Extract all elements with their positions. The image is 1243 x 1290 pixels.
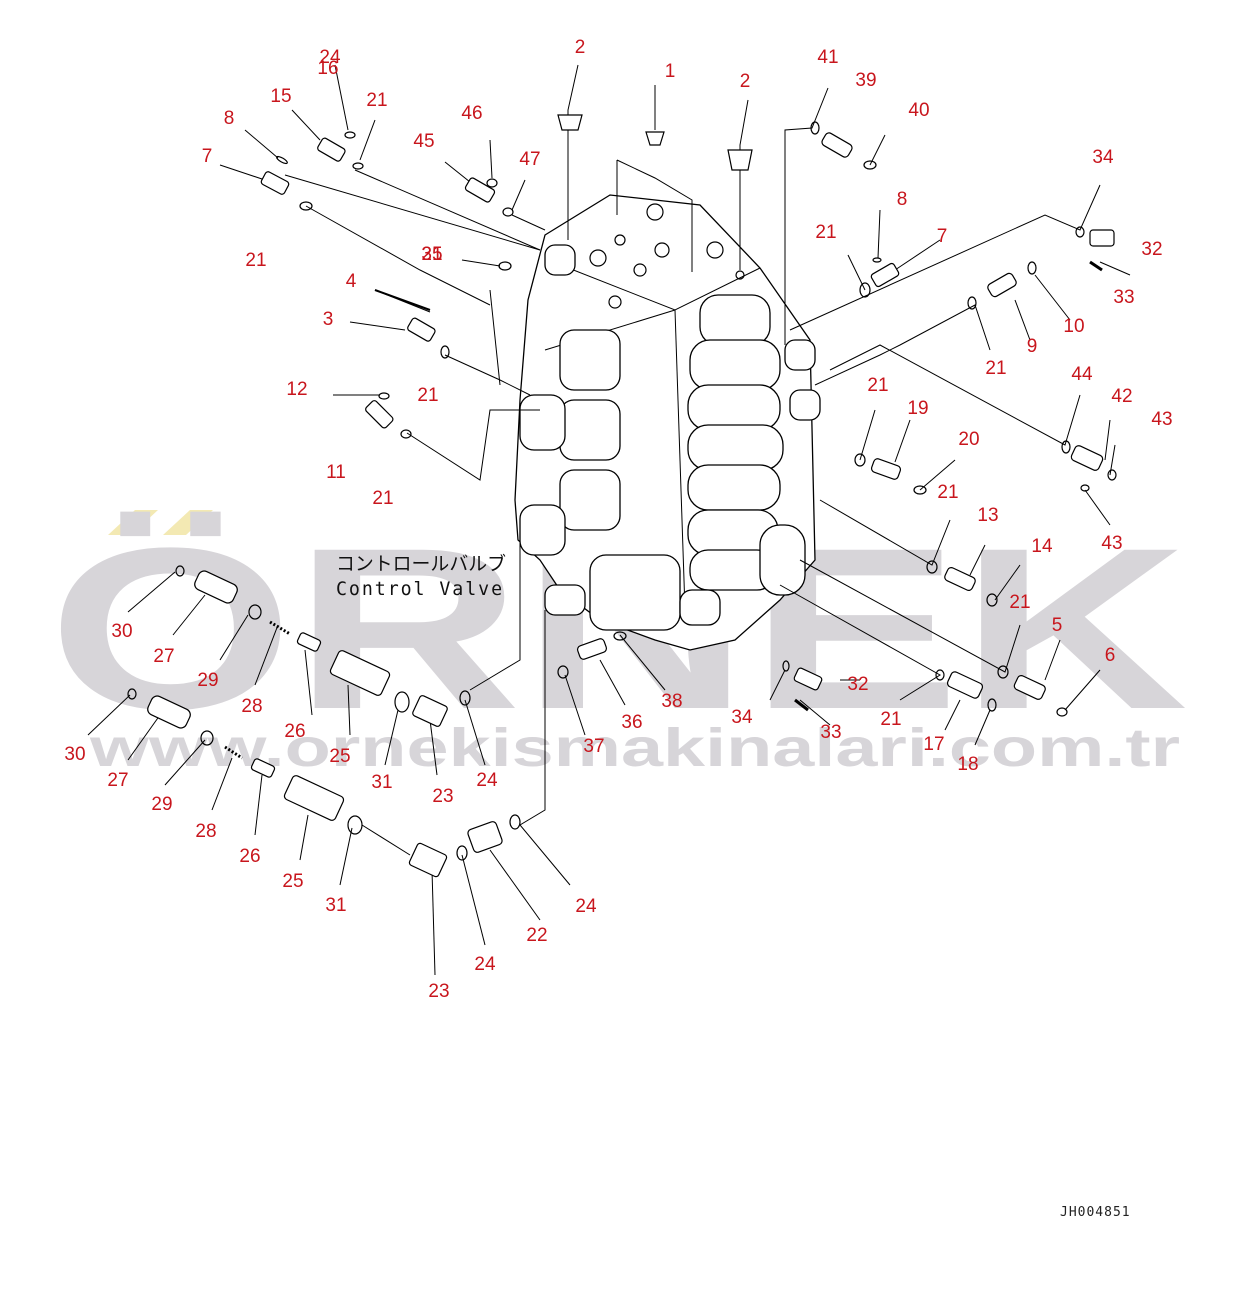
callout-41: 41 (817, 47, 838, 68)
callout-8: 8 (224, 108, 235, 129)
callout-2: 2 (575, 37, 586, 58)
callout-31: 31 (371, 772, 392, 793)
callout-21: 21 (417, 385, 438, 406)
callout-18: 18 (957, 754, 978, 775)
callout-2: 2 (740, 71, 751, 92)
callout-37: 37 (583, 736, 604, 757)
callout-15: 15 (270, 86, 291, 107)
callout-28: 28 (241, 696, 262, 717)
callout-24: 24 (474, 954, 496, 975)
callout-40: 40 (908, 100, 929, 121)
leader-lines (87, 64, 1131, 976)
valve-body (514, 194, 821, 651)
callout-21: 21 (985, 358, 1006, 379)
callout-9: 9 (1027, 336, 1038, 357)
figure-code: JH004851 (1060, 1205, 1131, 1220)
callout-24: 24 (319, 47, 341, 68)
callout-24: 24 (575, 896, 597, 917)
callout-47: 47 (519, 149, 540, 170)
callout-26: 26 (239, 846, 260, 867)
callout-5: 5 (1052, 615, 1063, 636)
callout-7: 7 (937, 226, 948, 247)
callout-25: 25 (329, 746, 350, 767)
callout-23: 23 (428, 981, 449, 1002)
parts (127, 114, 1117, 878)
callout-22: 22 (526, 925, 547, 946)
callout-13: 13 (977, 505, 998, 526)
callout-labels: 1223456778891011121314151617181920212121… (64, 37, 1172, 1002)
callout-24: 24 (476, 770, 498, 791)
callout-19: 19 (907, 398, 928, 419)
callout-21: 21 (245, 250, 266, 271)
callout-14: 14 (1031, 536, 1053, 557)
callout-21: 21 (815, 222, 836, 243)
callout-21: 21 (1009, 592, 1030, 613)
callout-27: 27 (153, 646, 174, 667)
callout-1: 1 (665, 61, 676, 82)
callout-42: 42 (1111, 386, 1132, 407)
callout-28: 28 (195, 821, 216, 842)
callout-34: 34 (1092, 147, 1114, 168)
callout-46: 46 (461, 103, 482, 124)
callout-44: 44 (1071, 364, 1093, 385)
callout-35: 35 (421, 244, 442, 265)
callout-21: 21 (421, 244, 442, 265)
callout-29: 29 (197, 670, 218, 691)
callout-34: 34 (731, 707, 753, 728)
callout-36: 36 (621, 712, 642, 733)
callout-32: 32 (1141, 239, 1162, 260)
callout-39: 39 (855, 70, 876, 91)
callout-25: 25 (282, 871, 303, 892)
callout-45: 45 (413, 131, 434, 152)
callout-21: 21 (867, 375, 888, 396)
callout-21: 21 (937, 482, 958, 503)
callout-27: 27 (107, 770, 128, 791)
callout-3: 3 (323, 309, 334, 330)
callout-26: 26 (284, 721, 305, 742)
callout-6: 6 (1105, 645, 1116, 666)
callout-43: 43 (1151, 409, 1172, 430)
callout-7: 7 (202, 146, 213, 167)
callout-21: 21 (880, 709, 901, 730)
callout-21: 21 (366, 90, 387, 111)
callout-21: 21 (372, 488, 393, 509)
callout-10: 10 (1063, 316, 1084, 337)
callout-16: 16 (317, 58, 338, 79)
callout-4: 4 (346, 271, 357, 292)
callout-11: 11 (326, 462, 346, 483)
callout-43: 43 (1101, 533, 1122, 554)
title-english: Control Valve (336, 578, 504, 600)
callout-30: 30 (64, 744, 85, 765)
callout-32: 32 (847, 674, 868, 695)
callout-20: 20 (958, 429, 979, 450)
callout-33: 33 (820, 722, 841, 743)
callout-31: 31 (325, 895, 346, 916)
callout-30: 30 (111, 621, 132, 642)
callout-29: 29 (151, 794, 172, 815)
callout-38: 38 (661, 691, 682, 712)
callout-12: 12 (286, 379, 307, 400)
title-japanese: コントロールバルブ (336, 552, 506, 575)
callout-33: 33 (1113, 287, 1134, 308)
callout-8: 8 (897, 189, 908, 210)
callout-17: 17 (923, 734, 944, 755)
callout-23: 23 (432, 786, 453, 807)
